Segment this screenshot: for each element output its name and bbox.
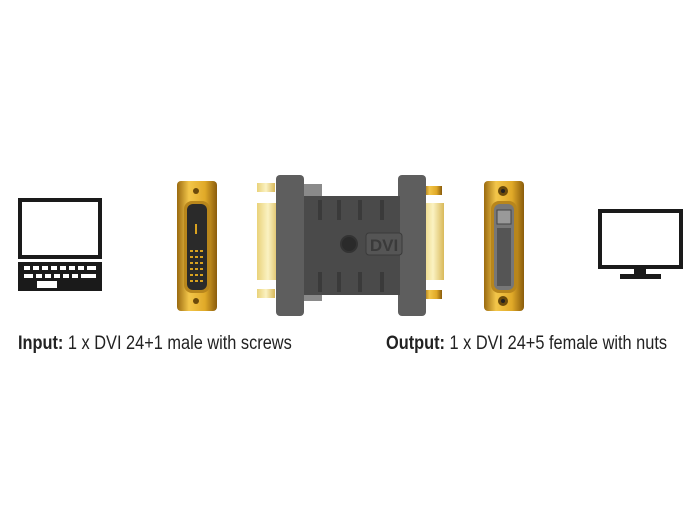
input-caption: Input: 1 x DVI 24+1 male with screws: [18, 333, 292, 355]
laptop-icon: [18, 198, 102, 291]
output-caption: Output: 1 x DVI 24+5 female with nuts: [386, 333, 667, 355]
output-label: Output:: [386, 333, 445, 354]
dvi-male-connector: [177, 181, 217, 311]
adapter-logo: DVI: [370, 236, 398, 255]
input-text: 1 x DVI 24+1 male with screws: [67, 333, 292, 354]
monitor-icon: [598, 209, 683, 279]
dvi-adapter: DVI: [257, 175, 444, 316]
output-text: 1 x DVI 24+5 female with nuts: [449, 333, 668, 354]
dvi-female-connector: [484, 181, 524, 311]
button-icon: [340, 235, 358, 253]
input-label: Input:: [18, 333, 64, 354]
